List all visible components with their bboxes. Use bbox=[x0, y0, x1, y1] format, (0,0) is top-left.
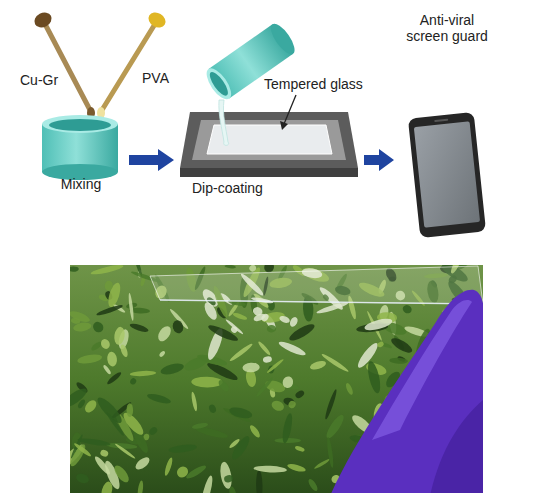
coating-tray bbox=[180, 112, 358, 177]
process-stage: Anti-viral screen guard bbox=[396, 12, 498, 240]
part-label: Cu-Gr bbox=[18, 72, 60, 88]
process-stage: Dip-coating bbox=[176, 100, 362, 198]
process-arrow bbox=[364, 149, 394, 171]
sample-photo bbox=[70, 265, 483, 493]
cu-gr-spatula bbox=[32, 10, 95, 119]
stage-label: Mixing bbox=[35, 176, 127, 192]
glass-leader bbox=[280, 95, 296, 130]
pour-stream bbox=[219, 100, 229, 145]
part-label: PVA bbox=[140, 70, 171, 86]
part-label: Tempered glass bbox=[262, 76, 365, 92]
process-stage: Mixing bbox=[35, 112, 127, 196]
phone-screen-guard bbox=[408, 112, 486, 238]
process-arrow bbox=[129, 149, 174, 171]
stage-label: Anti-viral screen guard bbox=[400, 12, 494, 44]
mixing-beaker bbox=[42, 115, 118, 180]
stage-label: Dip-coating bbox=[192, 180, 282, 196]
pva-spatula bbox=[97, 9, 168, 119]
